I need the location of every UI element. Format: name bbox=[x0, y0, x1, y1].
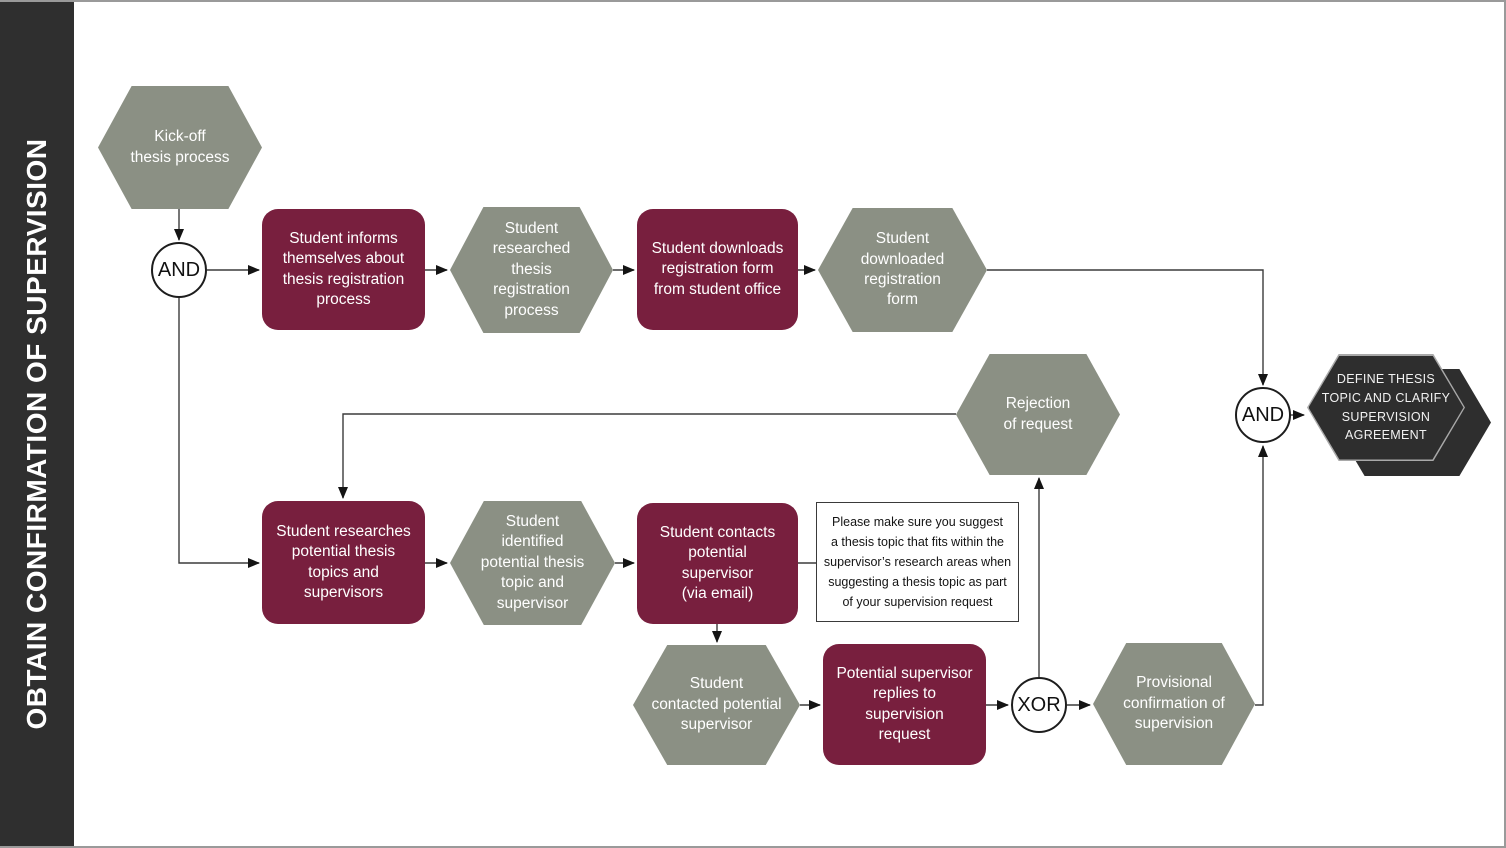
edge-and1-to-researches bbox=[178, 298, 260, 568]
event-provisional-label: Provisional confirmation of supervision bbox=[1123, 674, 1225, 733]
gateway-and-right-label: AND bbox=[1241, 404, 1285, 426]
event-contacted-label: Student contacted potential supervisor bbox=[651, 675, 782, 734]
function-supervisor-replies: Potential supervisor replies to supervis… bbox=[823, 644, 986, 765]
edge-rejection-to-researches bbox=[338, 413, 956, 499]
process-title-band: OBTAIN CONFIRMATION OF SUPERVISION bbox=[0, 2, 74, 846]
event-identified-topic-supervisor: Student identified potential thesis topi… bbox=[450, 501, 615, 625]
function-student-informs-label: Student informs themselves about thesis … bbox=[282, 229, 405, 308]
event-kickoff-thesis-process: Kick-off thesis process bbox=[98, 86, 262, 209]
gateway-and-left-label: AND bbox=[157, 259, 201, 281]
event-provisional-confirmation: Provisional confirmation of supervision bbox=[1093, 643, 1255, 765]
function-supervisor-replies-label: Potential supervisor replies to supervis… bbox=[836, 664, 973, 743]
annotation-note-text: Please make sure you suggest a thesis to… bbox=[823, 515, 1012, 609]
event-researched-label: Student researched thesis registration p… bbox=[492, 219, 571, 319]
event-downloaded-registration-form: Student downloaded registration form bbox=[818, 208, 987, 332]
function-student-downloads-form: Student downloads registration form from… bbox=[637, 209, 798, 330]
milestone-inner-hexagon: DEFINE THESIS TOPIC AND CLARIFY SUPERVIS… bbox=[1308, 355, 1464, 460]
event-rejection-of-request: Rejection of request bbox=[956, 354, 1120, 475]
annotation-note-box: Please make sure you suggest a thesis to… bbox=[816, 502, 1019, 622]
process-title: OBTAIN CONFIRMATION OF SUPERVISION bbox=[21, 138, 52, 730]
function-student-informs: Student informs themselves about thesis … bbox=[262, 209, 425, 330]
function-student-downloads-label: Student downloads registration form from… bbox=[651, 239, 784, 298]
event-downloaded-label: Student downloaded registration form bbox=[860, 230, 945, 309]
gateway-xor-label: XOR bbox=[1017, 694, 1061, 716]
edge-downloaded-to-and2 bbox=[987, 269, 1268, 386]
gateway-and-left: AND bbox=[151, 242, 207, 298]
gateway-and-right: AND bbox=[1235, 387, 1291, 443]
edge-provisional-to-and2 bbox=[1255, 445, 1268, 706]
function-student-contacts-label: Student contacts potential supervisor (v… bbox=[659, 523, 776, 602]
event-researched-registration-process: Student researched thesis registration p… bbox=[450, 207, 613, 333]
milestone-label: DEFINE THESIS TOPIC AND CLARIFY SUPERVIS… bbox=[1321, 372, 1451, 443]
gateway-xor: XOR bbox=[1011, 677, 1067, 733]
event-identified-label: Student identified potential thesis topi… bbox=[480, 512, 585, 612]
event-kickoff-label: Kick-off thesis process bbox=[130, 128, 230, 166]
function-student-researches-label: Student researches potential thesis topi… bbox=[276, 522, 411, 601]
milestone-define-thesis-topic: DEFINE THESIS TOPIC AND CLARIFY SUPERVIS… bbox=[1307, 354, 1465, 461]
event-rejection-label: Rejection of request bbox=[1003, 395, 1073, 433]
event-contacted-potential-supervisor: Student contacted potential supervisor bbox=[633, 645, 800, 765]
function-student-contacts-supervisor: Student contacts potential supervisor (v… bbox=[637, 503, 798, 624]
function-student-researches-topics: Student researches potential thesis topi… bbox=[262, 501, 425, 624]
